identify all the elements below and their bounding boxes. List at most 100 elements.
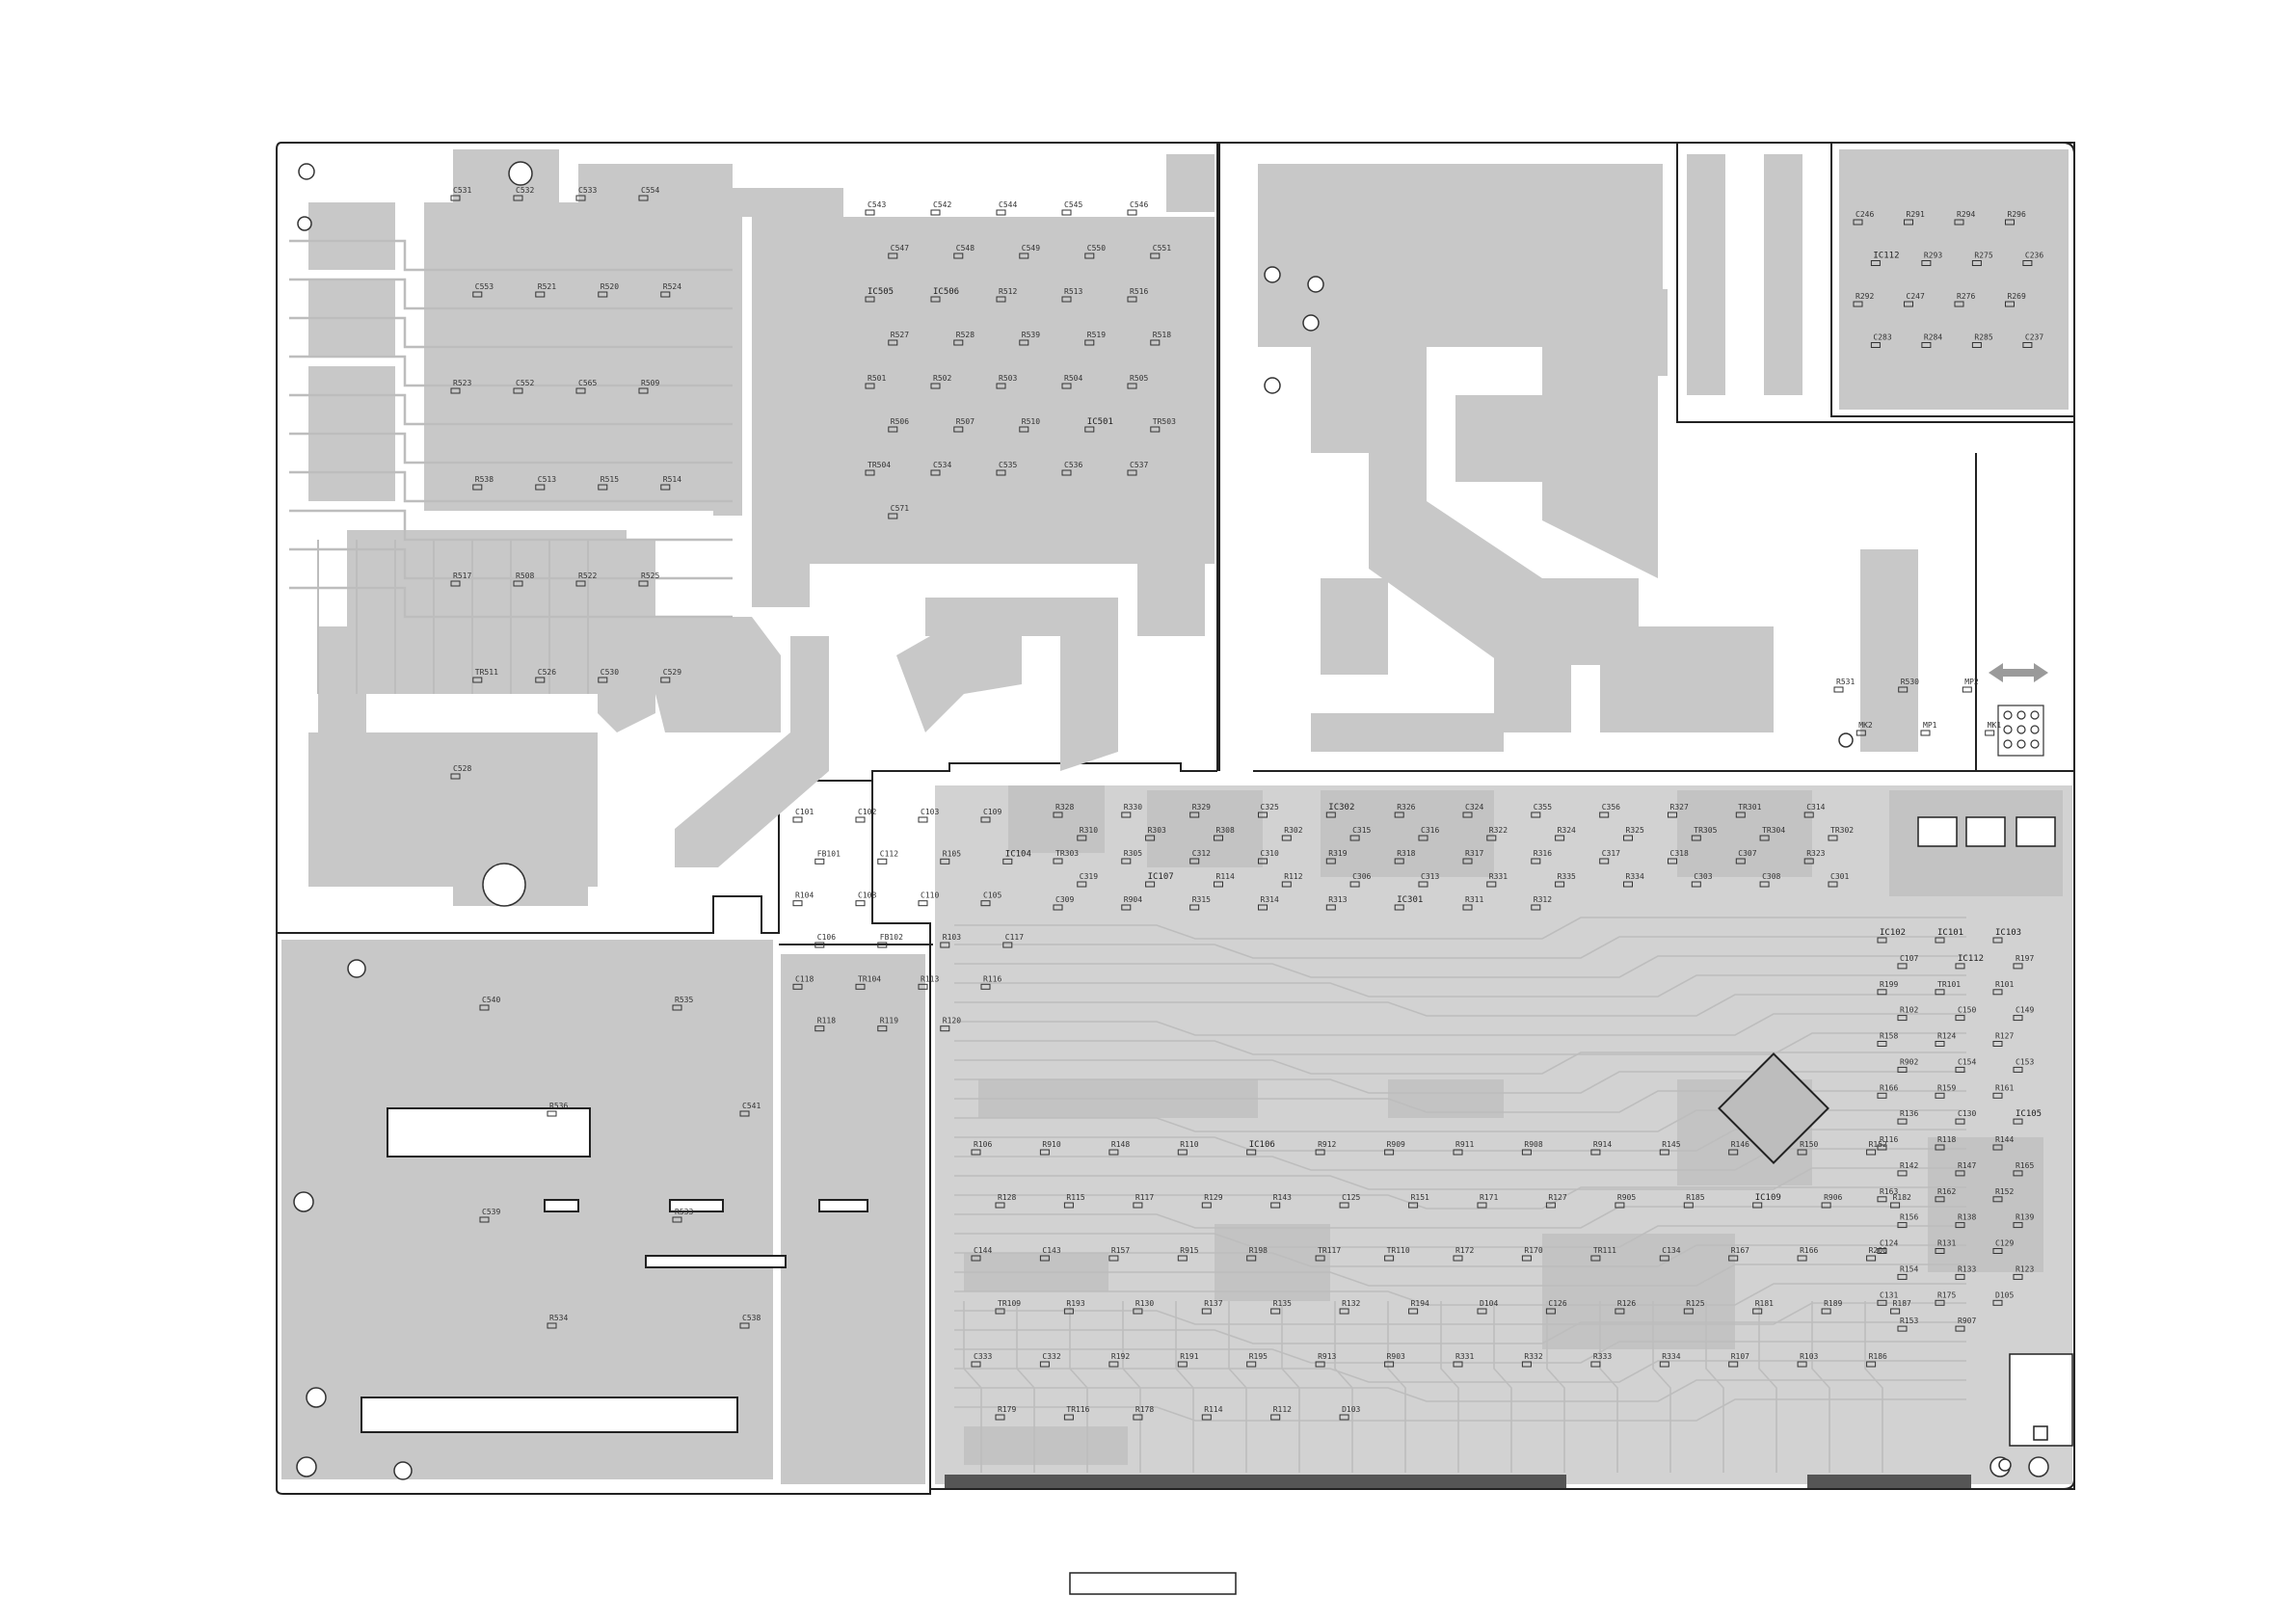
component-pad xyxy=(1992,989,2003,996)
component-label: R303 xyxy=(1148,826,1166,835)
component-pad xyxy=(672,1216,682,1223)
component-pad xyxy=(1866,1255,1877,1262)
component-pad xyxy=(1668,858,1677,865)
component-label: C112 xyxy=(880,849,898,858)
component-label: R197 xyxy=(2016,954,2034,963)
component-label: C246 xyxy=(1855,210,1874,219)
copper-trace xyxy=(289,509,733,542)
component-label: C554 xyxy=(641,186,659,195)
copper-trace xyxy=(289,432,733,465)
component-label: R316 xyxy=(1534,849,1552,858)
component-pad xyxy=(1127,209,1137,216)
component-label: R113 xyxy=(921,974,939,983)
component-pad xyxy=(2013,1170,2023,1177)
component-label: C143 xyxy=(1042,1246,1060,1255)
component-label: C541 xyxy=(742,1102,761,1110)
component-pad xyxy=(1019,339,1029,346)
component-pad xyxy=(638,580,649,587)
component-label: R162 xyxy=(1937,1187,1956,1196)
component-label: R292 xyxy=(1855,292,1874,301)
component-pad xyxy=(1145,835,1156,841)
component-label: R182 xyxy=(1893,1193,1911,1202)
component-label: R906 xyxy=(1824,1193,1842,1202)
component-label: R335 xyxy=(1558,872,1576,881)
component-label: R331 xyxy=(1489,872,1508,881)
component-pad xyxy=(1477,1202,1487,1209)
component-label: C550 xyxy=(1087,244,1106,253)
component-label: R522 xyxy=(578,572,597,580)
copper-trace xyxy=(1705,1301,1724,1473)
component-label: C126 xyxy=(1548,1299,1566,1308)
edge-connector xyxy=(945,1475,1971,1488)
component-pad xyxy=(472,484,483,491)
component-pad xyxy=(535,677,546,683)
component-pad xyxy=(1133,1414,1143,1421)
component-label: R904 xyxy=(1124,895,1142,904)
component-label: C535 xyxy=(999,461,1017,469)
component-label: C109 xyxy=(983,808,1001,816)
copper-trace xyxy=(954,955,1966,978)
corner-socket xyxy=(2009,1353,2073,1447)
component-pad xyxy=(1246,1149,1257,1156)
component-pad xyxy=(1531,858,1541,865)
component-pad xyxy=(1325,858,1336,865)
component-label: R117 xyxy=(1135,1193,1154,1202)
component-pad xyxy=(1039,1361,1050,1368)
component-label: R293 xyxy=(1924,252,1942,260)
component-pad xyxy=(1897,1273,1908,1280)
component-label: R517 xyxy=(453,572,471,580)
component-label: R189 xyxy=(1824,1299,1842,1308)
component-label: C546 xyxy=(1130,200,1148,209)
component-pad xyxy=(1935,1196,1945,1203)
component-label: D105 xyxy=(1995,1290,2014,1299)
component-label: R125 xyxy=(1686,1299,1704,1308)
component-pad xyxy=(1590,1361,1601,1368)
copper-trace xyxy=(954,1090,1966,1113)
component-pad xyxy=(2022,342,2033,348)
component-pad xyxy=(1877,1092,1887,1099)
component-pad xyxy=(918,983,928,990)
component-pad xyxy=(1691,881,1701,888)
component-pad xyxy=(1258,812,1268,818)
copper-trace xyxy=(954,1398,1966,1422)
component-label: R503 xyxy=(999,374,1017,383)
component-label: R332 xyxy=(1524,1352,1542,1361)
component-pad xyxy=(575,195,586,201)
component-label: R506 xyxy=(891,417,909,426)
component-label: R302 xyxy=(1284,826,1302,835)
component-pad xyxy=(479,1004,490,1011)
component-pad xyxy=(1531,812,1541,818)
component-pad xyxy=(1418,835,1428,841)
component-pad xyxy=(1590,1149,1601,1156)
component-label: R118 xyxy=(817,1017,836,1025)
component-pad xyxy=(1921,260,1932,266)
component-label: TR301 xyxy=(1738,803,1761,812)
component-pad xyxy=(1214,835,1223,841)
component-label: R116 xyxy=(983,974,1001,983)
component-pad xyxy=(918,900,928,907)
component-pad xyxy=(855,900,866,907)
component-label: C547 xyxy=(891,244,909,253)
component-label: R166 xyxy=(1800,1246,1818,1255)
component-label: IC301 xyxy=(1397,895,1423,905)
component-pad xyxy=(1992,937,2003,944)
component-pad xyxy=(1270,1414,1281,1421)
component-pad xyxy=(1821,1202,1831,1209)
copper-trace xyxy=(954,1167,1966,1190)
component-pad xyxy=(1270,1202,1281,1209)
component-pad xyxy=(472,677,483,683)
component-pad xyxy=(1521,1361,1532,1368)
component-label: R317 xyxy=(1465,849,1483,858)
component-label: C102 xyxy=(858,808,876,816)
copper-trace xyxy=(1440,1301,1459,1473)
component-label: C355 xyxy=(1534,803,1552,812)
component-pad xyxy=(877,942,888,948)
component-pad xyxy=(2013,963,2023,970)
component-label: R116 xyxy=(1880,1135,1898,1144)
component-label: R501 xyxy=(868,374,886,383)
component-pad xyxy=(1599,812,1610,818)
component-label: C247 xyxy=(1907,292,1925,301)
component-label: C551 xyxy=(1153,244,1171,253)
